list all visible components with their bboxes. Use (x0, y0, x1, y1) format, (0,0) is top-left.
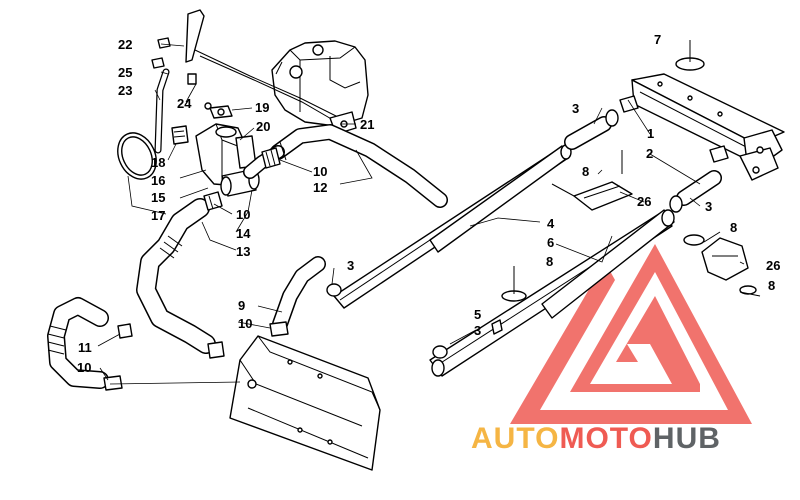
callout-11: 11 (78, 340, 92, 355)
callout-25: 25 (118, 65, 132, 80)
callout-23: 23 (118, 83, 132, 98)
callout-8: 8 (768, 278, 775, 293)
coolant-tank (271, 40, 369, 127)
support-rod (151, 37, 171, 154)
callout-10: 10 (77, 360, 91, 375)
callout-19: 19 (255, 100, 269, 115)
callout-8: 8 (730, 220, 737, 235)
callout-7: 7 (654, 32, 661, 47)
callout-6: 6 (547, 235, 554, 250)
callout-3: 3 (572, 101, 579, 116)
heat-exchanger (619, 73, 785, 181)
callout-26: 26 (637, 194, 651, 209)
callout-8: 8 (582, 164, 589, 179)
callout-8: 8 (546, 254, 553, 269)
callout-10: 10 (236, 207, 250, 222)
callout-3: 3 (474, 323, 481, 338)
callout-20: 20 (256, 119, 270, 134)
callout-9: 9 (238, 298, 245, 313)
watermark-text: AUTOMOTOHUB (471, 422, 721, 455)
callout-26: 26 (766, 258, 780, 273)
callout-5: 5 (474, 307, 481, 322)
watermark-logo (510, 244, 752, 424)
coolant-tube-upper (333, 144, 572, 309)
callout-10: 10 (313, 164, 327, 179)
middle-hose (272, 256, 326, 332)
callout-12: 12 (313, 180, 327, 195)
callout-17: 17 (151, 208, 165, 223)
callout-2: 2 (646, 146, 653, 161)
mounting-brackets (573, 181, 749, 281)
watermark-moto: MOTO (559, 422, 652, 455)
callout-4: 4 (547, 216, 555, 231)
callout-10: 10 (238, 316, 252, 331)
callout-18: 18 (151, 155, 165, 170)
callout-15: 15 (151, 190, 165, 205)
watermark-triangle (510, 244, 752, 424)
callout-24: 24 (177, 96, 192, 111)
callout-14: 14 (236, 226, 251, 241)
upper-hose (243, 124, 448, 208)
leader-lines (97, 43, 745, 385)
tank-bracket (185, 9, 357, 135)
callout-21: 21 (360, 117, 374, 132)
washers-and-screws (491, 40, 761, 335)
curved-hose (136, 198, 216, 354)
coolant-tube-lower (429, 209, 675, 377)
overflow-bottle (195, 123, 257, 187)
heat-exchanger-plate (229, 335, 381, 471)
callout-16: 16 (151, 173, 165, 188)
callout-3: 3 (347, 258, 354, 273)
tube-couplers (326, 109, 722, 359)
callout-labels: 1 2 3 3 3 3 4 5 6 7 8 8 8 8 9 10 10 10 1… (77, 32, 780, 375)
callout-13: 13 (236, 244, 250, 259)
clamp-ring (117, 132, 157, 180)
bottle-bracket (171, 105, 233, 145)
lower-left-hose (47, 297, 109, 389)
svg-text:AUTOMOTOHUB: AUTOMOTOHUB (471, 422, 721, 455)
watermark-auto: AUTO (471, 422, 559, 455)
callout-22: 22 (118, 37, 132, 52)
watermark-hub: HUB (653, 422, 721, 455)
callout-1: 1 (647, 126, 654, 141)
callout-3: 3 (705, 199, 712, 214)
